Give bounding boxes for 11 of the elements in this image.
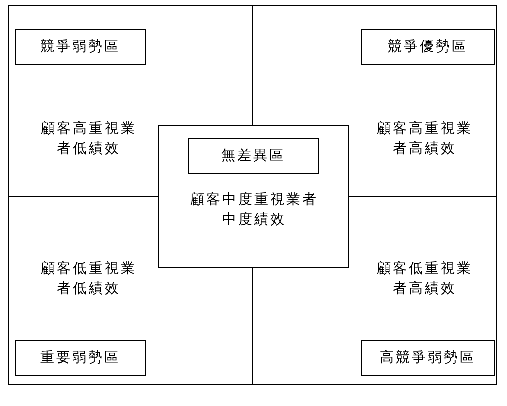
quadrant-description: 顧客中度重視業者中度績效 <box>190 191 320 230</box>
quadrant-description: 顧客低重視業者高績效 <box>376 260 474 299</box>
zone-label-box: 競爭弱勢區 <box>15 29 146 65</box>
zone-label-box: 無差異區 <box>188 138 319 174</box>
quadrant-description: 顧客高重視業者高績效 <box>376 120 474 159</box>
quadrant-description: 顧客低重視業者低績效 <box>40 260 138 299</box>
zone-label-box: 高競爭弱勢區 <box>361 340 495 376</box>
zone-label-box: 重要弱勢區 <box>15 340 146 376</box>
quadrant-description: 顧客高重視業者低績效 <box>40 120 138 159</box>
zone-label-box: 競爭優勢區 <box>361 29 495 65</box>
center-box <box>158 125 349 268</box>
